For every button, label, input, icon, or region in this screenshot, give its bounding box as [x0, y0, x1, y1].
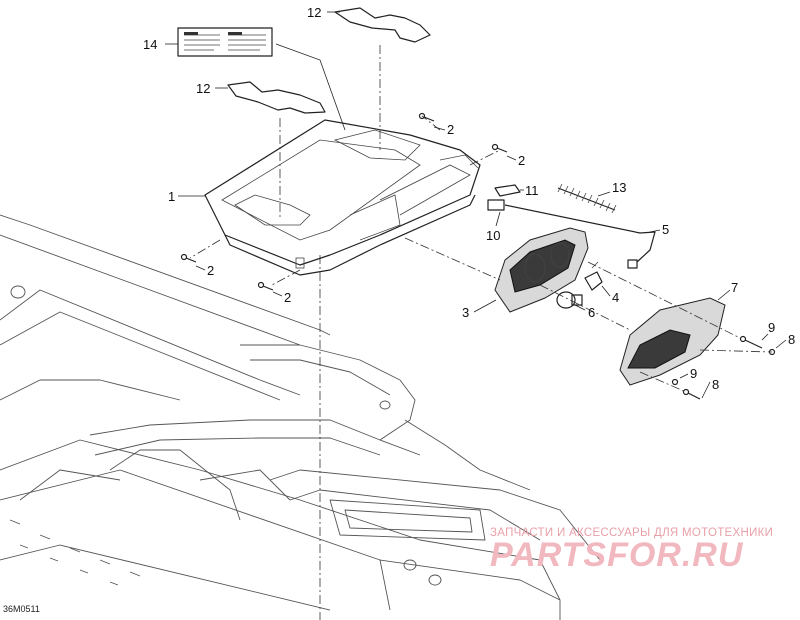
callout-4: 4	[612, 290, 619, 305]
frame-structure	[0, 214, 601, 620]
part-7-taillight-lens	[619, 297, 726, 386]
part-6-bulb	[556, 291, 583, 309]
callout-12: 12	[196, 81, 210, 96]
callout-10: 10	[486, 228, 500, 243]
part-11-clip	[494, 184, 521, 197]
watermark-logo: PARTSFOR.RU	[490, 536, 744, 574]
part-4-socket	[584, 261, 603, 291]
part-3-taillight-housing	[494, 227, 589, 313]
callout-9: 9	[690, 366, 697, 381]
callout-8: 8	[712, 377, 719, 392]
callout-2: 2	[447, 122, 454, 137]
part-12-upper-pad	[334, 7, 431, 43]
part-10-connector	[487, 199, 505, 211]
callout-1: 1	[168, 189, 175, 204]
callout-12: 12	[307, 5, 321, 20]
diagram-reference-code: 36M0511	[3, 604, 40, 614]
part-13-sleeve	[557, 183, 617, 214]
callout-3: 3	[462, 305, 469, 320]
callout-2: 2	[518, 153, 525, 168]
part-12-lower-pad	[227, 81, 326, 114]
screws-and-washers	[180, 112, 776, 400]
part-14-warning-label	[177, 27, 273, 57]
callout-11: 11	[525, 183, 539, 198]
callout-5: 5	[662, 222, 669, 237]
callouts: 12 14 12 2 2 1 11 13 10 5 2 2 7 3 4 6 9 …	[143, 5, 795, 392]
callout-9: 9	[768, 320, 775, 335]
callout-7: 7	[731, 280, 738, 295]
callout-6: 6	[588, 305, 595, 320]
callout-2: 2	[284, 290, 291, 305]
leader-lines	[165, 11, 787, 399]
part-5-rod	[504, 204, 656, 269]
callout-8: 8	[788, 332, 795, 347]
callout-14: 14	[143, 37, 157, 52]
part-1-rear-storage-bin	[204, 119, 481, 276]
callout-2: 2	[207, 263, 214, 278]
watermark-tagline: ЗАПЧАСТИ И АКСЕССУАРЫ ДЛЯ МОТОТЕХНИКИ	[490, 527, 774, 539]
callout-13: 13	[612, 180, 626, 195]
assembly-lines	[189, 45, 773, 620]
